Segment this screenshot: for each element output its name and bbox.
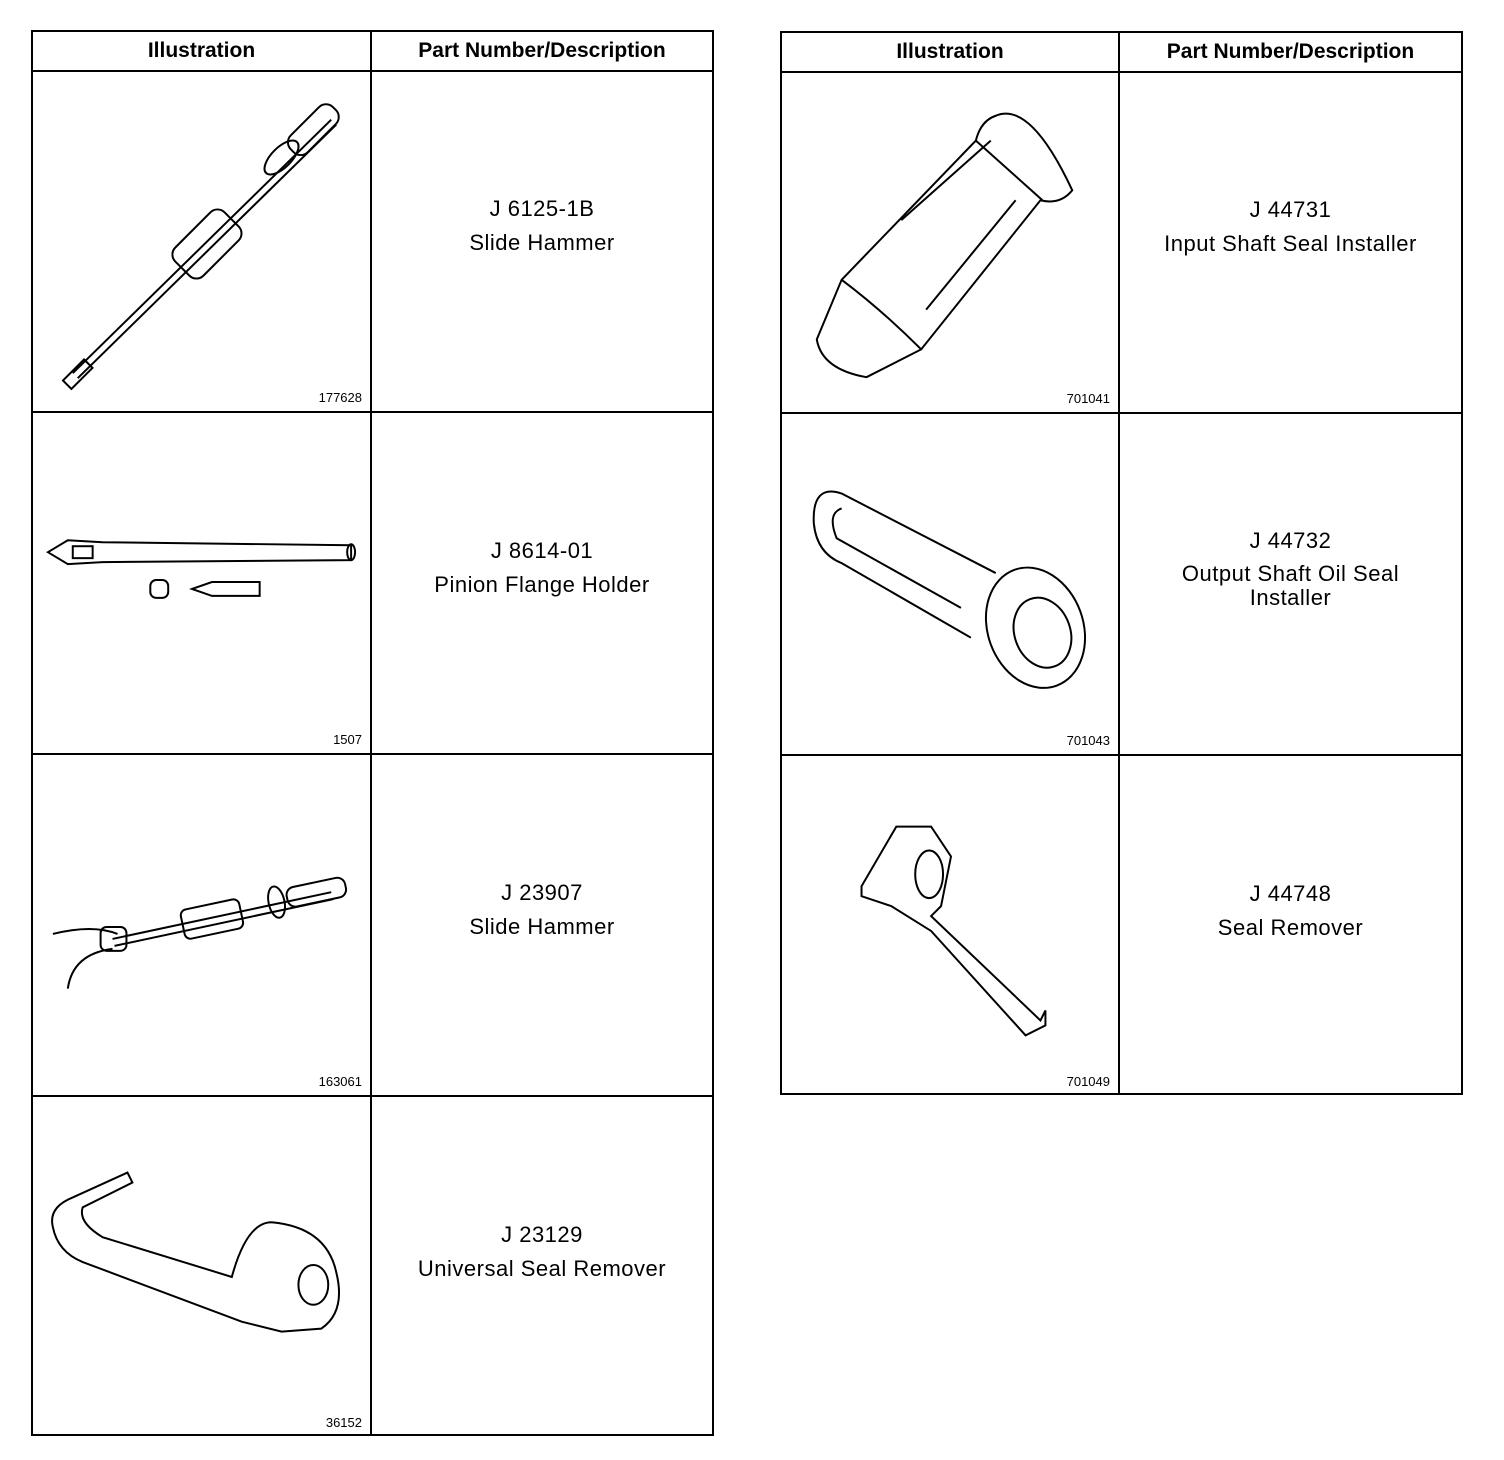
part-name: Input Shaft Seal Installer bbox=[1164, 230, 1417, 256]
part-name: Slide Hammer bbox=[469, 914, 615, 939]
figure-number: 177628 bbox=[318, 390, 362, 405]
slide-hammer-puller-illustration: 163061 bbox=[33, 755, 372, 1095]
table-row: 177628 J 6125-1B Slide Hammer bbox=[33, 70, 712, 413]
header-illustration: Illustration bbox=[782, 33, 1120, 71]
part-number: J 44731 bbox=[1249, 196, 1332, 222]
figure-number: 701049 bbox=[1066, 1074, 1110, 1089]
seal-installer-icon bbox=[815, 112, 1074, 379]
figure-number: 163061 bbox=[318, 1074, 362, 1089]
part-number: J 44732 bbox=[1249, 528, 1332, 553]
part-name: Slide Hammer bbox=[469, 229, 615, 255]
seal-remover-icon bbox=[860, 825, 1047, 1037]
table-row: 701041 J 44731 Input Shaft Seal Installe… bbox=[782, 71, 1461, 414]
header-illustration: Illustration bbox=[33, 32, 372, 70]
part-number: J 8614-01 bbox=[490, 538, 594, 563]
seal-remover-hook-illustration: 701049 bbox=[782, 756, 1120, 1095]
header-description: Part Number/Description bbox=[1166, 40, 1415, 63]
part-number: J 44748 bbox=[1249, 880, 1332, 906]
part-name: Universal Seal Remover bbox=[417, 1255, 667, 1281]
part-name: Seal Remover bbox=[1217, 914, 1364, 940]
part-name: Pinion Flange Holder bbox=[434, 572, 650, 597]
part-description: J 44732 Output Shaft Oil Seal Installer bbox=[1120, 414, 1461, 754]
table-row: 163061 J 23907 Slide Hammer bbox=[33, 755, 712, 1097]
part-number: J 6125-1B bbox=[489, 195, 595, 221]
part-description: J 44748 Seal Remover bbox=[1120, 756, 1461, 1095]
part-number: J 23129 bbox=[501, 1221, 583, 1247]
oil-seal-installer-icon bbox=[812, 490, 1087, 689]
tools-table-left: Illustration Part Number/Description 177… bbox=[31, 30, 714, 1436]
figure-number: 701043 bbox=[1066, 733, 1110, 748]
figure-number: 1507 bbox=[333, 732, 362, 747]
figure-number: 36152 bbox=[325, 1415, 362, 1430]
part-description: J 23907 Slide Hammer bbox=[372, 755, 712, 1095]
seal-remover-illustration: 36152 bbox=[33, 1097, 372, 1436]
pinion-flange-holder-icon bbox=[45, 539, 357, 599]
header-description: Part Number/Description bbox=[418, 39, 666, 62]
table-row: 36152 J 23129 Universal Seal Remover bbox=[33, 1097, 712, 1436]
figure-number: 701041 bbox=[1066, 391, 1110, 406]
seal-remover-icon bbox=[51, 1171, 340, 1333]
pinion-flange-holder-illustration: 1507 bbox=[33, 413, 372, 753]
output-shaft-oil-seal-installer-illustration: 701043 bbox=[782, 414, 1120, 754]
slide-hammer-icon bbox=[61, 103, 340, 391]
slide-hammer-illustration: 177628 bbox=[33, 70, 372, 411]
part-description: J 8614-01 Pinion Flange Holder bbox=[372, 413, 712, 753]
table-row: 701049 J 44748 Seal Remover bbox=[782, 756, 1461, 1095]
table-header: Illustration Part Number/Description bbox=[782, 33, 1461, 73]
slide-hammer-icon bbox=[52, 876, 348, 989]
table-row: 1507 J 8614-01 Pinion Flange Holder bbox=[33, 413, 712, 755]
part-name: Output Shaft Oil Seal Installer bbox=[1181, 561, 1400, 610]
tools-table-right: Illustration Part Number/Description 701… bbox=[780, 31, 1463, 1095]
table-header: Illustration Part Number/Description bbox=[33, 32, 712, 72]
part-description: J 6125-1B Slide Hammer bbox=[372, 70, 712, 411]
table-row: 701043 J 44732 Output Shaft Oil Seal Ins… bbox=[782, 414, 1461, 756]
part-description: J 23129 Universal Seal Remover bbox=[372, 1097, 712, 1436]
part-description: J 44731 Input Shaft Seal Installer bbox=[1120, 71, 1461, 412]
input-shaft-seal-installer-illustration: 701041 bbox=[782, 71, 1120, 412]
part-number: J 23907 bbox=[501, 880, 583, 905]
